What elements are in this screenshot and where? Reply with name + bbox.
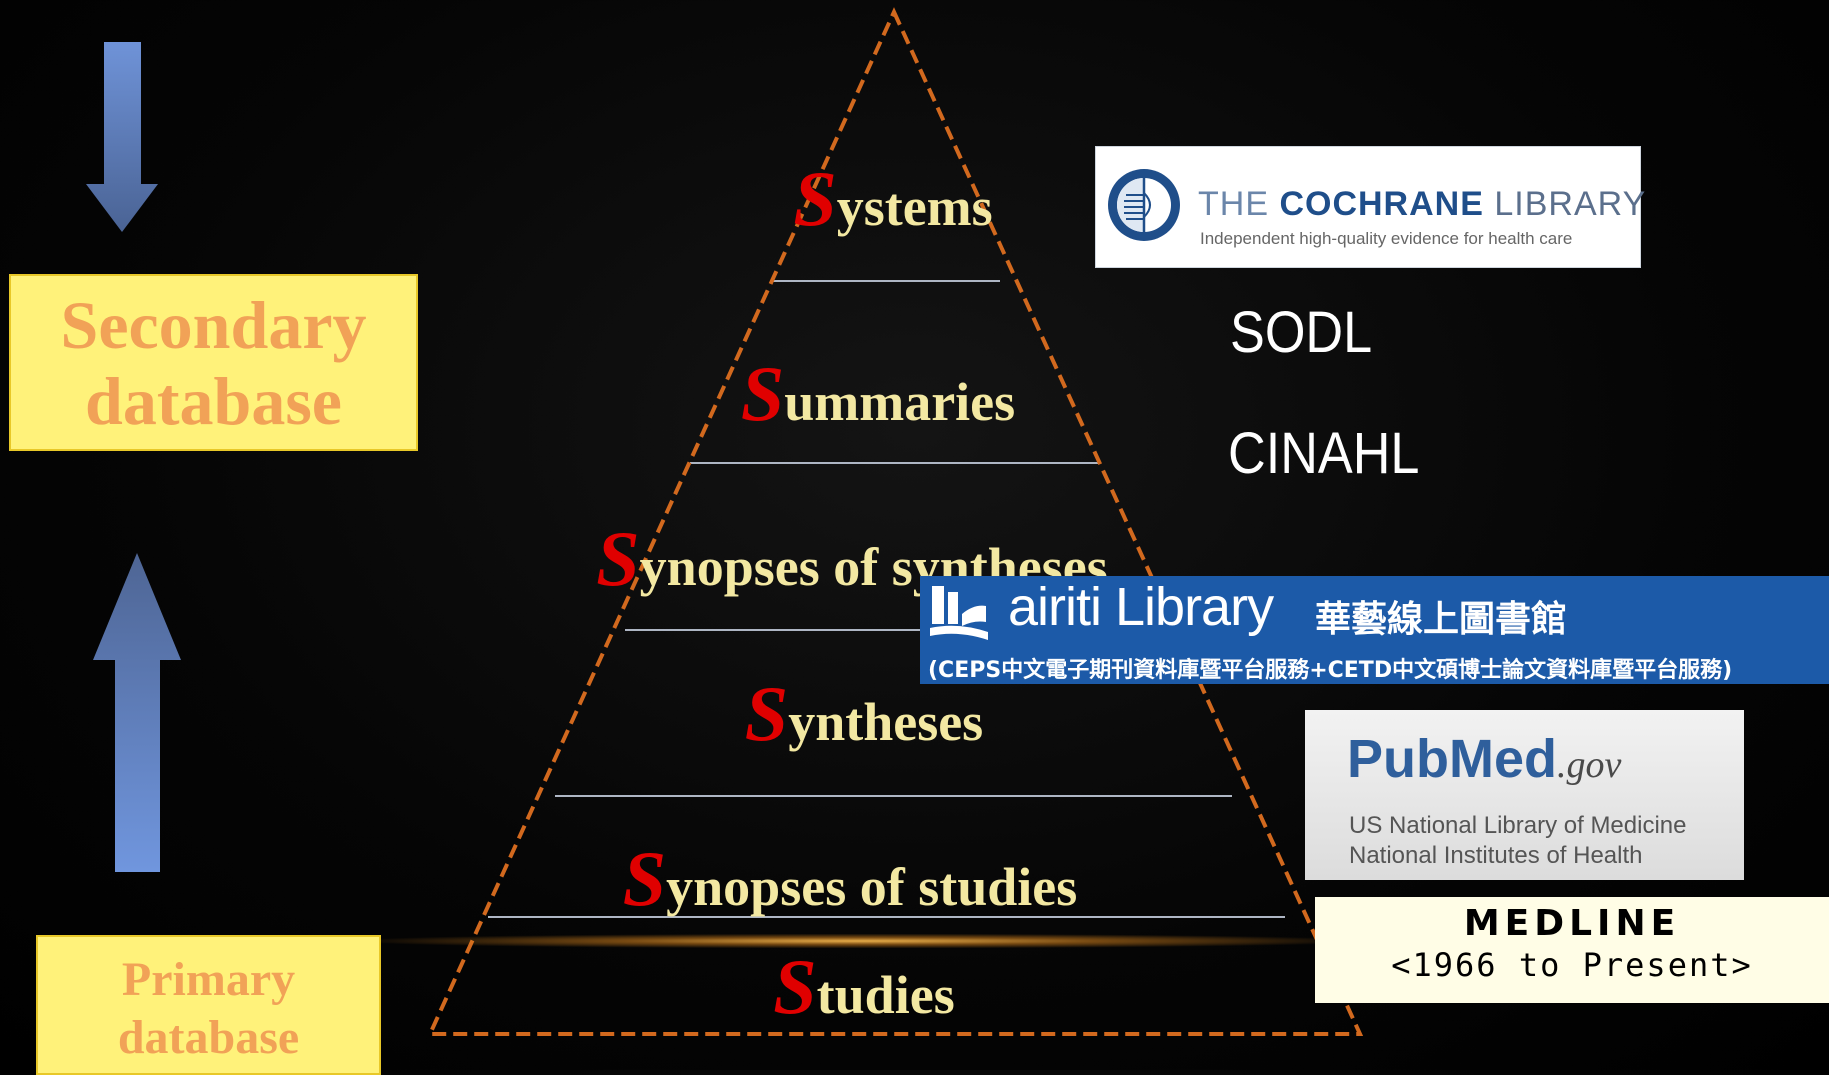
airiti-name: airiti Library (1008, 577, 1274, 637)
cochrane-emblem-icon (1108, 169, 1180, 241)
pubmed-med: Med (1449, 729, 1557, 789)
secondary-line2: database (85, 362, 342, 439)
airiti-description: (CEPS中文電子期刊資料庫暨平台服務+CETD中文碩博士論文資料庫暨平台服務) (928, 658, 1733, 683)
tier-initial: S (596, 515, 640, 602)
medline-title: MEDLINE (1463, 903, 1681, 944)
primary-line2: database (117, 1011, 300, 1064)
tier-syntheses: Syntheses (745, 675, 983, 753)
tier-initial: S (793, 155, 837, 242)
cinahl-label: CINAHL (1228, 421, 1420, 486)
cochrane-name: THE COCHRANE LIBRARY (1198, 185, 1646, 224)
pyramid-outline (426, 7, 1364, 1036)
tier-label: ummaries (784, 372, 1016, 432)
up-arrow-icon (93, 553, 181, 872)
pubmed-logo: PubMed.gov US National Library of Medici… (1305, 710, 1744, 880)
tier-label: tudies (816, 965, 955, 1025)
tier-label: ynopses of studies (666, 857, 1078, 917)
tier-systems: Systems (793, 160, 992, 238)
medline-logo: MEDLINE <1966 to Present> (1315, 897, 1829, 1003)
sodl-label: SODL (1230, 300, 1373, 365)
pubmed-nih-line: National Institutes of Health (1349, 842, 1643, 869)
tier-initial: S (744, 670, 789, 757)
primary-line1: Primary (121, 953, 296, 1006)
cochrane-tagline: Independent high-quality evidence for he… (1200, 229, 1573, 248)
tier-label: ystems (836, 177, 993, 237)
secondary-database-label: Secondary database (9, 274, 418, 451)
pubmed-gov: .gov (1557, 744, 1622, 786)
tier-initial: S (773, 943, 817, 1030)
primary-database-label: Primary database (36, 935, 381, 1075)
tier-summaries: Summaries (741, 355, 1015, 433)
secondary-line1: Secondary (60, 286, 367, 363)
tier-label: yntheses (788, 692, 984, 752)
pubmed-pub: Pub (1347, 729, 1449, 789)
airiti-library-logo: airiti Library 華藝線上圖書館 (CEPS中文電子期刊資料庫暨平台… (920, 576, 1829, 684)
cochrane-the: THE (1198, 185, 1269, 223)
tier-synopses-of-studies: Synopses of studies (623, 840, 1077, 918)
baseline-glow (380, 934, 1340, 948)
cochrane-library-logo: THE COCHRANE LIBRARY Independent high-qu… (1095, 146, 1645, 268)
down-arrow-icon (86, 42, 158, 232)
tier-initial: S (622, 835, 667, 922)
cochrane-library-word: LIBRARY (1494, 185, 1647, 223)
airiti-book-icon (930, 586, 988, 640)
pubmed-nlm-line: US National Library of Medicine (1349, 812, 1687, 839)
tier-initial: S (740, 350, 785, 437)
medline-range: <1966 to Present> (1391, 946, 1753, 984)
cochrane-word: COCHRANE (1279, 185, 1484, 223)
pubmed-wordmark: PubMed.gov (1347, 728, 1621, 790)
tier-studies: Studies (773, 948, 954, 1026)
airiti-chinese-name: 華藝線上圖書館 (1315, 599, 1568, 640)
